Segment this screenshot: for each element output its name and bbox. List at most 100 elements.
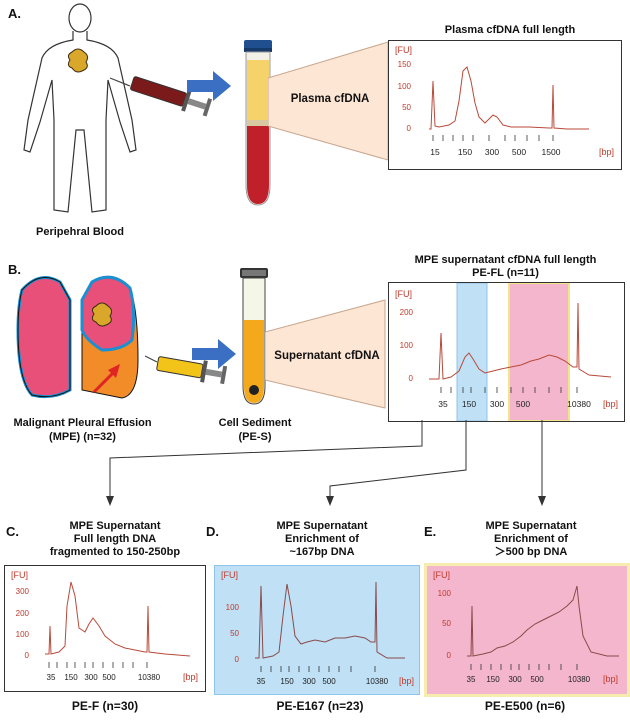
- chart-a-ytick: 0: [407, 124, 412, 133]
- chart-a-xtick-marks: [432, 135, 554, 141]
- mpe-caption-2: (MPE) (n=32): [49, 431, 116, 443]
- chart-b-highlight-167: [456, 282, 488, 422]
- chart-a-yunit: [FU]: [395, 45, 412, 55]
- section-c-title-1: MPE Supernatant: [69, 520, 161, 532]
- chart-a-xtick: 150: [458, 147, 472, 157]
- section-d-title-1: MPE Supernatant: [276, 520, 368, 532]
- section-e-title-3: ＞500 bp DNA: [494, 546, 568, 558]
- chart-d-ytick: 50: [230, 629, 239, 638]
- peripheral-blood-caption: Peripehral Blood: [35, 226, 125, 238]
- chart-e-ytick: 0: [447, 651, 452, 660]
- effusion-syringe-icon: [145, 355, 228, 385]
- chart-a-xtick: 300: [485, 147, 499, 157]
- chart-b-highlight-500: [508, 282, 570, 422]
- chart-a-title: Plasma cfDNA full length: [444, 24, 576, 36]
- chart-d-xtick: 35: [257, 677, 266, 686]
- chart-d-xtick: 300: [302, 677, 316, 686]
- chart-b-xtick: 500: [516, 399, 530, 409]
- section-c-label: C.: [6, 524, 19, 539]
- chart-c-trace: [45, 581, 191, 657]
- section-e-label: E.: [424, 524, 437, 539]
- chart-b-xtick-marks: [440, 387, 578, 393]
- chart-d-xtick-marks: [260, 666, 376, 672]
- section-a-label: A.: [8, 6, 21, 21]
- chart-b-trace: [429, 302, 612, 380]
- chart-e-yunit: [FU]: [433, 570, 450, 580]
- chart-e-trace: [467, 585, 619, 657]
- sediment-tube-icon: [240, 268, 268, 405]
- section-d-title-3: ~167bp DNA: [289, 546, 355, 558]
- chart-a-ytick: 100: [398, 82, 412, 91]
- chart-a-trace: [429, 66, 589, 130]
- chart-e-xtick: 500: [530, 675, 544, 684]
- chart-e-ytick: 100: [438, 589, 452, 598]
- chart-d-xtick: 10380: [366, 677, 389, 686]
- chart-b-xtick: 35: [438, 399, 448, 409]
- chart-a-ytick: 50: [402, 103, 411, 112]
- chart-c-xtick-marks: [48, 662, 148, 668]
- chart-b-frame: [FU] 200 100 0 35 150 300 500 10380 [bp]: [388, 282, 625, 422]
- chart-a-xtick: 1500: [542, 147, 561, 157]
- chart-d: [FU] 100 50 0 35 150 300 500 10380 [bp]: [221, 570, 414, 686]
- projection-funnel: [265, 299, 386, 409]
- human-body-illustration: [23, 3, 137, 213]
- section-e-footer: PE-E500 (n=6): [484, 699, 566, 713]
- chart-d-xtick: 500: [322, 677, 336, 686]
- chart-a-xtick: 500: [512, 147, 526, 157]
- chart-e-xtick: 150: [486, 675, 500, 684]
- section-e-title-2: Enrichment of: [494, 533, 568, 545]
- section-c-title-3: fragmented to 150-250bp: [49, 546, 181, 558]
- chart-e-ytick: 50: [442, 619, 451, 628]
- chart-c-ytick: 200: [16, 609, 30, 618]
- section-d-footer: PE-E167 (n=23): [276, 699, 364, 713]
- chart-a-ytick: 150: [398, 60, 412, 69]
- chart-b-ytick: 0: [409, 374, 414, 383]
- chart-a-xtick: 15: [430, 147, 440, 157]
- section-d-title-2: Enrichment of: [285, 533, 359, 545]
- chart-b: [FU] 200 100 0 35 150 300 500 10380 [bp]: [395, 282, 618, 422]
- chart-d-xtick: 150: [280, 677, 294, 686]
- chart-c-xtick: 150: [64, 673, 78, 682]
- blood-tube-icon: [244, 40, 272, 206]
- chart-e-xtick: 10380: [568, 675, 591, 684]
- supernatant-cfdna-label: Supernatant cfDNA: [274, 350, 380, 362]
- section-c-title-2: Full length DNA: [73, 533, 157, 545]
- chart-b-title-1: MPE supernatant cfDNA full length: [414, 254, 597, 266]
- chart-e-frame: [FU] 100 50 0 35 150 300 500 10380 [bp]: [424, 563, 630, 697]
- chart-e-xtick: 35: [467, 675, 476, 684]
- chart-b-xunit: [bp]: [603, 399, 618, 409]
- chart-d-trace: [255, 581, 405, 659]
- chart-c-frame: [FU] 300 200 100 0 35 150 300 500 10380 …: [4, 565, 206, 692]
- chart-c-yunit: [FU]: [11, 570, 28, 580]
- chart-b-ytick: 200: [400, 308, 414, 317]
- chart-d-ytick: 0: [235, 655, 240, 664]
- chart-d-xunit: [bp]: [399, 676, 414, 686]
- section-c-footer: PE-F (n=30): [71, 699, 139, 713]
- section-e-title-1: MPE Supernatant: [485, 520, 577, 532]
- chart-d-frame: [FU] 100 50 0 35 150 300 500 10380 [bp]: [214, 565, 420, 695]
- plasma-cfdna-label: Plasma cfDNA: [290, 93, 370, 105]
- mpe-caption-1: Malignant Pleural Effusion: [13, 417, 152, 429]
- chart-b-title-2: PE-FL (n=11): [472, 267, 539, 279]
- arrow-right-icon: [187, 71, 231, 101]
- tumor-icon: [91, 302, 113, 327]
- chart-a: [FU] 150 100 50 0 15 150 300 500 1500 [b…: [395, 45, 614, 157]
- chart-c-ytick: 100: [16, 630, 30, 639]
- chart-e-xtick: 300: [508, 675, 522, 684]
- chart-e-xunit: [bp]: [603, 674, 618, 684]
- chart-e: [FU] 100 50 0 35 150 300 500 10380 [bp]: [433, 570, 619, 684]
- chart-c-xtick: 35: [47, 673, 56, 682]
- chart-c-xtick: 10380: [138, 673, 161, 682]
- chart-b-yunit: [FU]: [395, 289, 412, 299]
- chart-d-yunit: [FU]: [221, 570, 238, 580]
- chart-b-xtick: 300: [490, 399, 504, 409]
- chart-d-ytick: 100: [226, 603, 240, 612]
- cell-sediment-caption-2: (PE-S): [238, 431, 272, 443]
- tumor-icon: [67, 48, 89, 73]
- section-b-label: B.: [8, 262, 21, 277]
- chart-c-xtick: 300: [84, 673, 98, 682]
- section-d-label: D.: [206, 524, 219, 539]
- chart-c-ytick: 0: [25, 651, 30, 660]
- chart-b-xtick: 150: [462, 399, 476, 409]
- chart-c: [FU] 300 200 100 0 35 150 300 500 10380 …: [11, 570, 198, 682]
